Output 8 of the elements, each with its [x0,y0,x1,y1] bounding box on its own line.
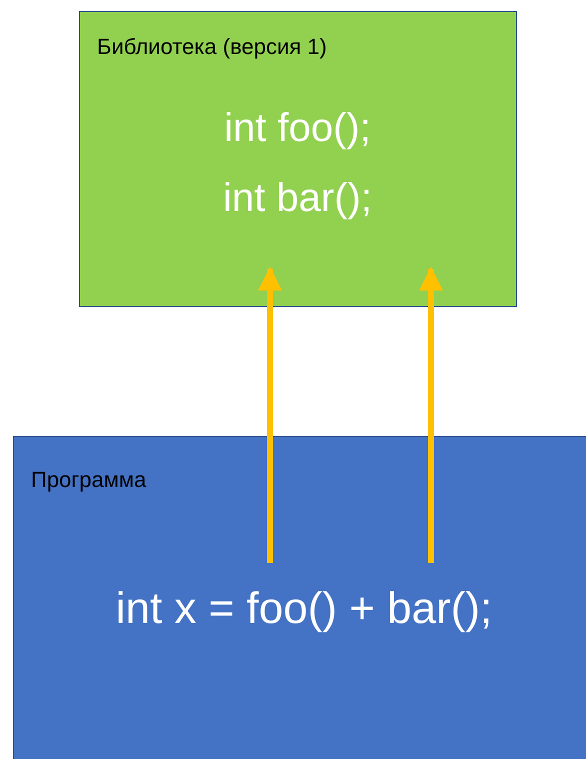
code-text: int foo(); int bar(); [80,93,515,269]
arrow [258,266,282,563]
block-heading: Программа [31,467,146,493]
block-box [79,11,517,307]
code-text: int x = foo() + bar(); [14,563,586,655]
block-heading: Библиотека (версия 1) [97,34,327,60]
arrow [419,266,443,563]
block-box [13,436,586,759]
